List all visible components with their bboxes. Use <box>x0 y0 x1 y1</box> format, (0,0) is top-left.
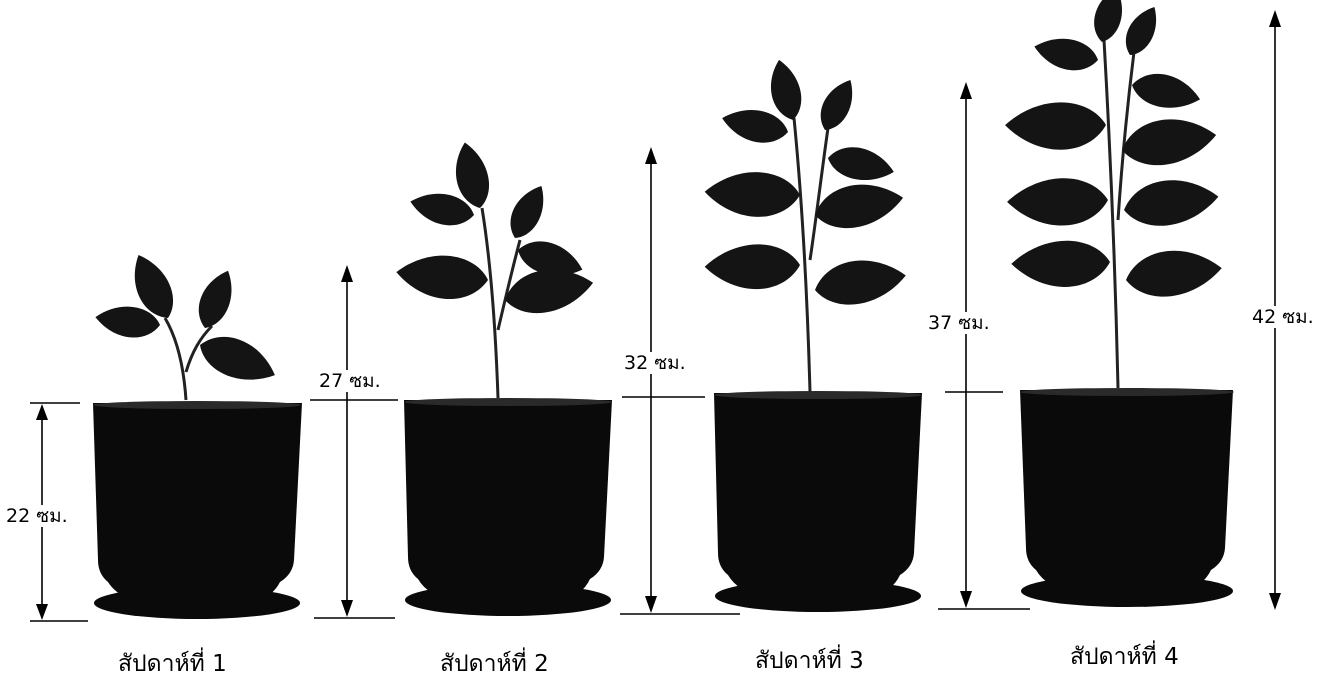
label-pot-height: 22 ซม. <box>4 505 70 527</box>
pot-week-4 <box>1020 388 1234 607</box>
plant-week-3 <box>703 57 908 392</box>
label-week-2-height: 32 ซม. <box>622 352 688 374</box>
dimension-week-2-height <box>310 265 398 618</box>
plant-week-1 <box>93 248 282 400</box>
pot-week-1 <box>93 401 302 619</box>
label-week-4-height: 42 ซม. <box>1250 306 1316 328</box>
pot-week-2 <box>404 398 612 616</box>
label-week-3-height: 37 ซม. <box>926 312 992 334</box>
label-week-1-height: 27 ซม. <box>317 370 383 392</box>
dimension-week-4-height <box>938 82 1030 609</box>
caption-week-1: สัปดาห์ที่ 1 <box>118 650 227 678</box>
plant-week-4 <box>1004 0 1224 388</box>
plant-week-2 <box>394 139 597 398</box>
caption-week-4: สัปดาห์ที่ 4 <box>1070 643 1179 671</box>
caption-week-2: สัปดาห์ที่ 2 <box>440 650 549 678</box>
pot-week-3 <box>714 391 922 612</box>
caption-week-3: สัปดาห์ที่ 3 <box>755 647 864 675</box>
